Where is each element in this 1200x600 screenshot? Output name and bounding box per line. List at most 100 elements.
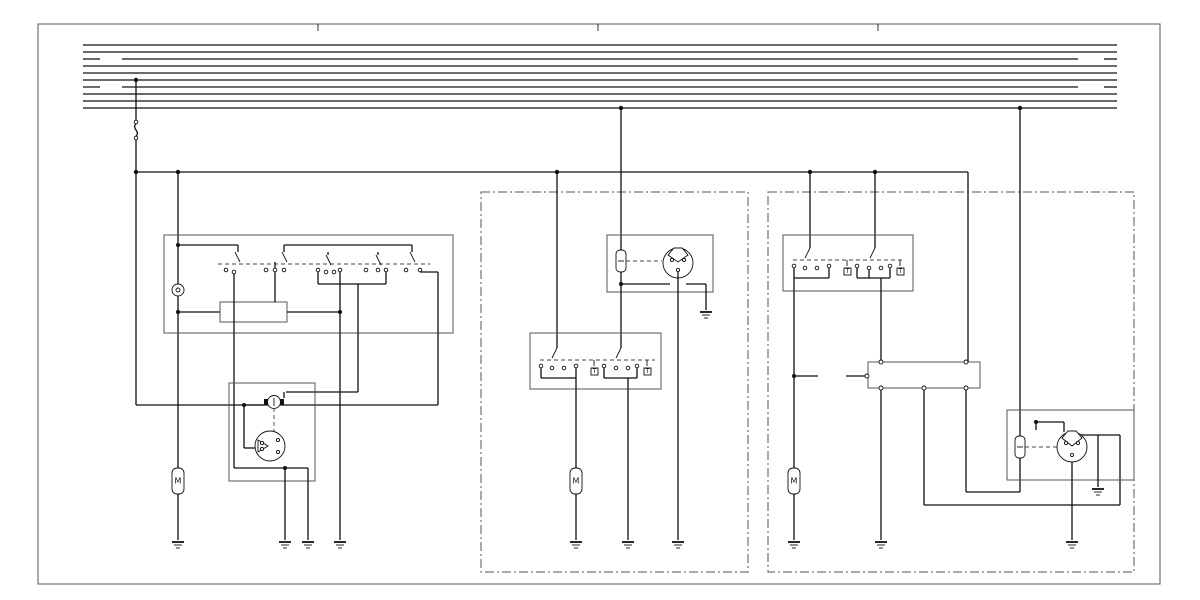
switch-terminal xyxy=(573,363,579,369)
contact-block xyxy=(643,367,652,376)
bus-bar-group xyxy=(83,44,1117,109)
switch-terminal xyxy=(538,363,544,369)
ground-icon xyxy=(334,541,346,549)
switch-module-box xyxy=(163,234,454,334)
contact-label: T xyxy=(592,368,597,375)
middle-assembly: T T M xyxy=(480,105,749,573)
relay-terminal xyxy=(921,385,927,391)
contact-label: T xyxy=(845,268,850,275)
switch-terminal xyxy=(231,269,237,275)
contact-block xyxy=(896,267,905,276)
ground-icon xyxy=(279,541,291,549)
switch-terminal xyxy=(323,269,329,275)
relay-terminal xyxy=(963,359,969,365)
switch-terminal xyxy=(1069,452,1075,458)
motor-label: M xyxy=(175,477,182,486)
switch-terminal xyxy=(625,365,631,371)
switch-terminal xyxy=(331,269,337,275)
switch-terminal xyxy=(561,365,567,371)
intermittent-relay-box xyxy=(867,361,981,389)
motor-brush xyxy=(280,399,284,405)
switch-terminal xyxy=(337,267,343,273)
rear-wiper-motor-box xyxy=(1006,409,1135,481)
relay-terminal xyxy=(864,373,870,379)
relay-terminal xyxy=(878,385,884,391)
relay-terminal xyxy=(878,359,884,365)
wiper-switch-box xyxy=(529,332,662,390)
wiper-motor-box xyxy=(228,382,316,482)
switch-contact xyxy=(325,254,332,266)
contact-block xyxy=(590,367,599,376)
switch-terminal xyxy=(417,267,423,273)
switch-terminal xyxy=(826,263,832,269)
switch-terminal xyxy=(681,257,687,263)
switch-terminal xyxy=(383,267,389,273)
switch-terminal xyxy=(866,265,872,271)
switch-contact xyxy=(375,254,382,266)
left-assembly: M xyxy=(135,172,454,540)
right-assembly: T T xyxy=(767,105,1135,573)
motor-label: M xyxy=(573,477,580,486)
switch-terminal xyxy=(403,267,409,273)
relay-terminal xyxy=(963,385,969,391)
ground-icon xyxy=(570,541,582,549)
contact-label: T xyxy=(898,268,903,275)
switch-terminal xyxy=(887,263,893,269)
ground-row xyxy=(172,541,1078,549)
ground-icon xyxy=(1066,541,1078,549)
ground-icon xyxy=(875,541,887,549)
switch-terminal xyxy=(613,365,619,371)
switch-terminal xyxy=(1075,440,1081,446)
switch-terminal xyxy=(259,446,265,452)
ground-icon xyxy=(672,541,684,549)
switch-terminal xyxy=(363,267,369,273)
switch-contact xyxy=(409,251,416,263)
switch-terminal xyxy=(275,437,281,443)
right-section-border xyxy=(767,191,1135,573)
switch-contact xyxy=(615,347,622,359)
main-feed xyxy=(133,77,968,175)
fuse-terminal-top xyxy=(133,119,139,125)
switch-contact xyxy=(804,247,811,259)
junction-dot xyxy=(1034,420,1038,424)
switch-contact xyxy=(869,247,876,259)
switch-contact xyxy=(234,251,241,263)
washer-pump-box xyxy=(606,234,714,293)
switch-contact xyxy=(281,251,288,263)
switch-terminal xyxy=(814,265,820,271)
motor-brush xyxy=(264,399,268,405)
switch-terminal xyxy=(791,263,797,269)
switch-terminal xyxy=(669,257,675,263)
contact-block xyxy=(843,267,852,276)
switch-terminal xyxy=(878,265,884,271)
switch-terminal xyxy=(272,267,278,273)
switch-terminal xyxy=(375,267,381,273)
junction-dot xyxy=(619,282,623,286)
fuse-icon xyxy=(133,123,139,137)
outer-frame xyxy=(37,23,1161,585)
switch-terminal xyxy=(281,267,287,273)
switch-terminal xyxy=(1063,440,1069,446)
switch-terminal xyxy=(315,267,321,273)
switch-contact xyxy=(551,347,558,359)
middle-section-border xyxy=(480,191,749,573)
switch-terminal xyxy=(601,363,607,369)
ground-icon xyxy=(788,541,800,549)
switch-terminal xyxy=(549,365,555,371)
rear-park-sector xyxy=(1061,430,1083,447)
ground-icon xyxy=(302,541,314,549)
rear-wiper-switch-box xyxy=(782,234,914,292)
junction-dot xyxy=(283,466,287,470)
switch-terminal xyxy=(675,267,681,273)
lamp-filament xyxy=(175,287,181,293)
switch-terminal xyxy=(802,265,808,271)
switch-terminal xyxy=(634,363,640,369)
switch-terminal xyxy=(275,449,281,455)
switch-terminal xyxy=(259,440,265,446)
ground-icon xyxy=(172,541,184,549)
junction-dot xyxy=(792,374,796,378)
fuse-terminal-bottom xyxy=(133,135,139,141)
ground-icon xyxy=(622,541,634,549)
